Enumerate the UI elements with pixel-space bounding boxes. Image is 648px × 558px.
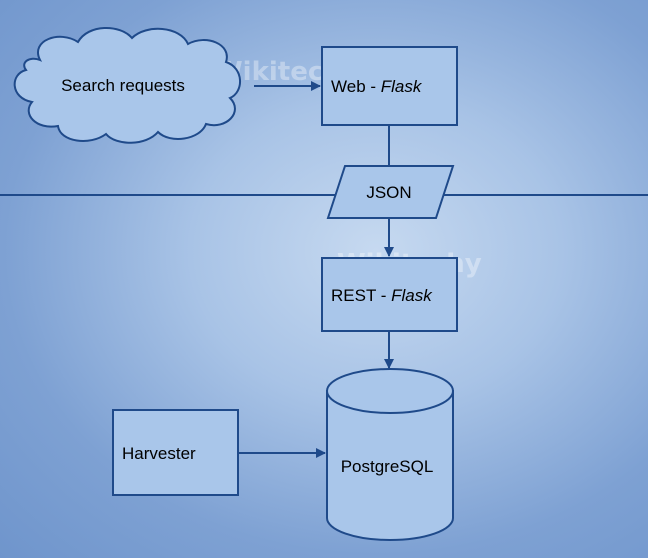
rest-flask-label: REST - Flask	[331, 286, 433, 305]
node-rest-flask: REST - Flask	[321, 257, 458, 332]
node-json: JSON	[326, 165, 455, 219]
node-web-flask: Web - Flask	[321, 46, 458, 126]
search-requests-label: Search requests	[61, 76, 185, 95]
postgresql-label: PostgreSQL	[341, 457, 434, 476]
web-flask-label: Web - Flask	[331, 77, 423, 96]
node-postgresql-cylinder: PostgreSQL	[326, 368, 454, 541]
node-harvester: Harvester	[112, 409, 239, 496]
json-label: JSON	[366, 183, 411, 202]
harvester-label: Harvester	[122, 444, 196, 463]
node-search-requests-cloud: Search requests	[13, 26, 241, 144]
